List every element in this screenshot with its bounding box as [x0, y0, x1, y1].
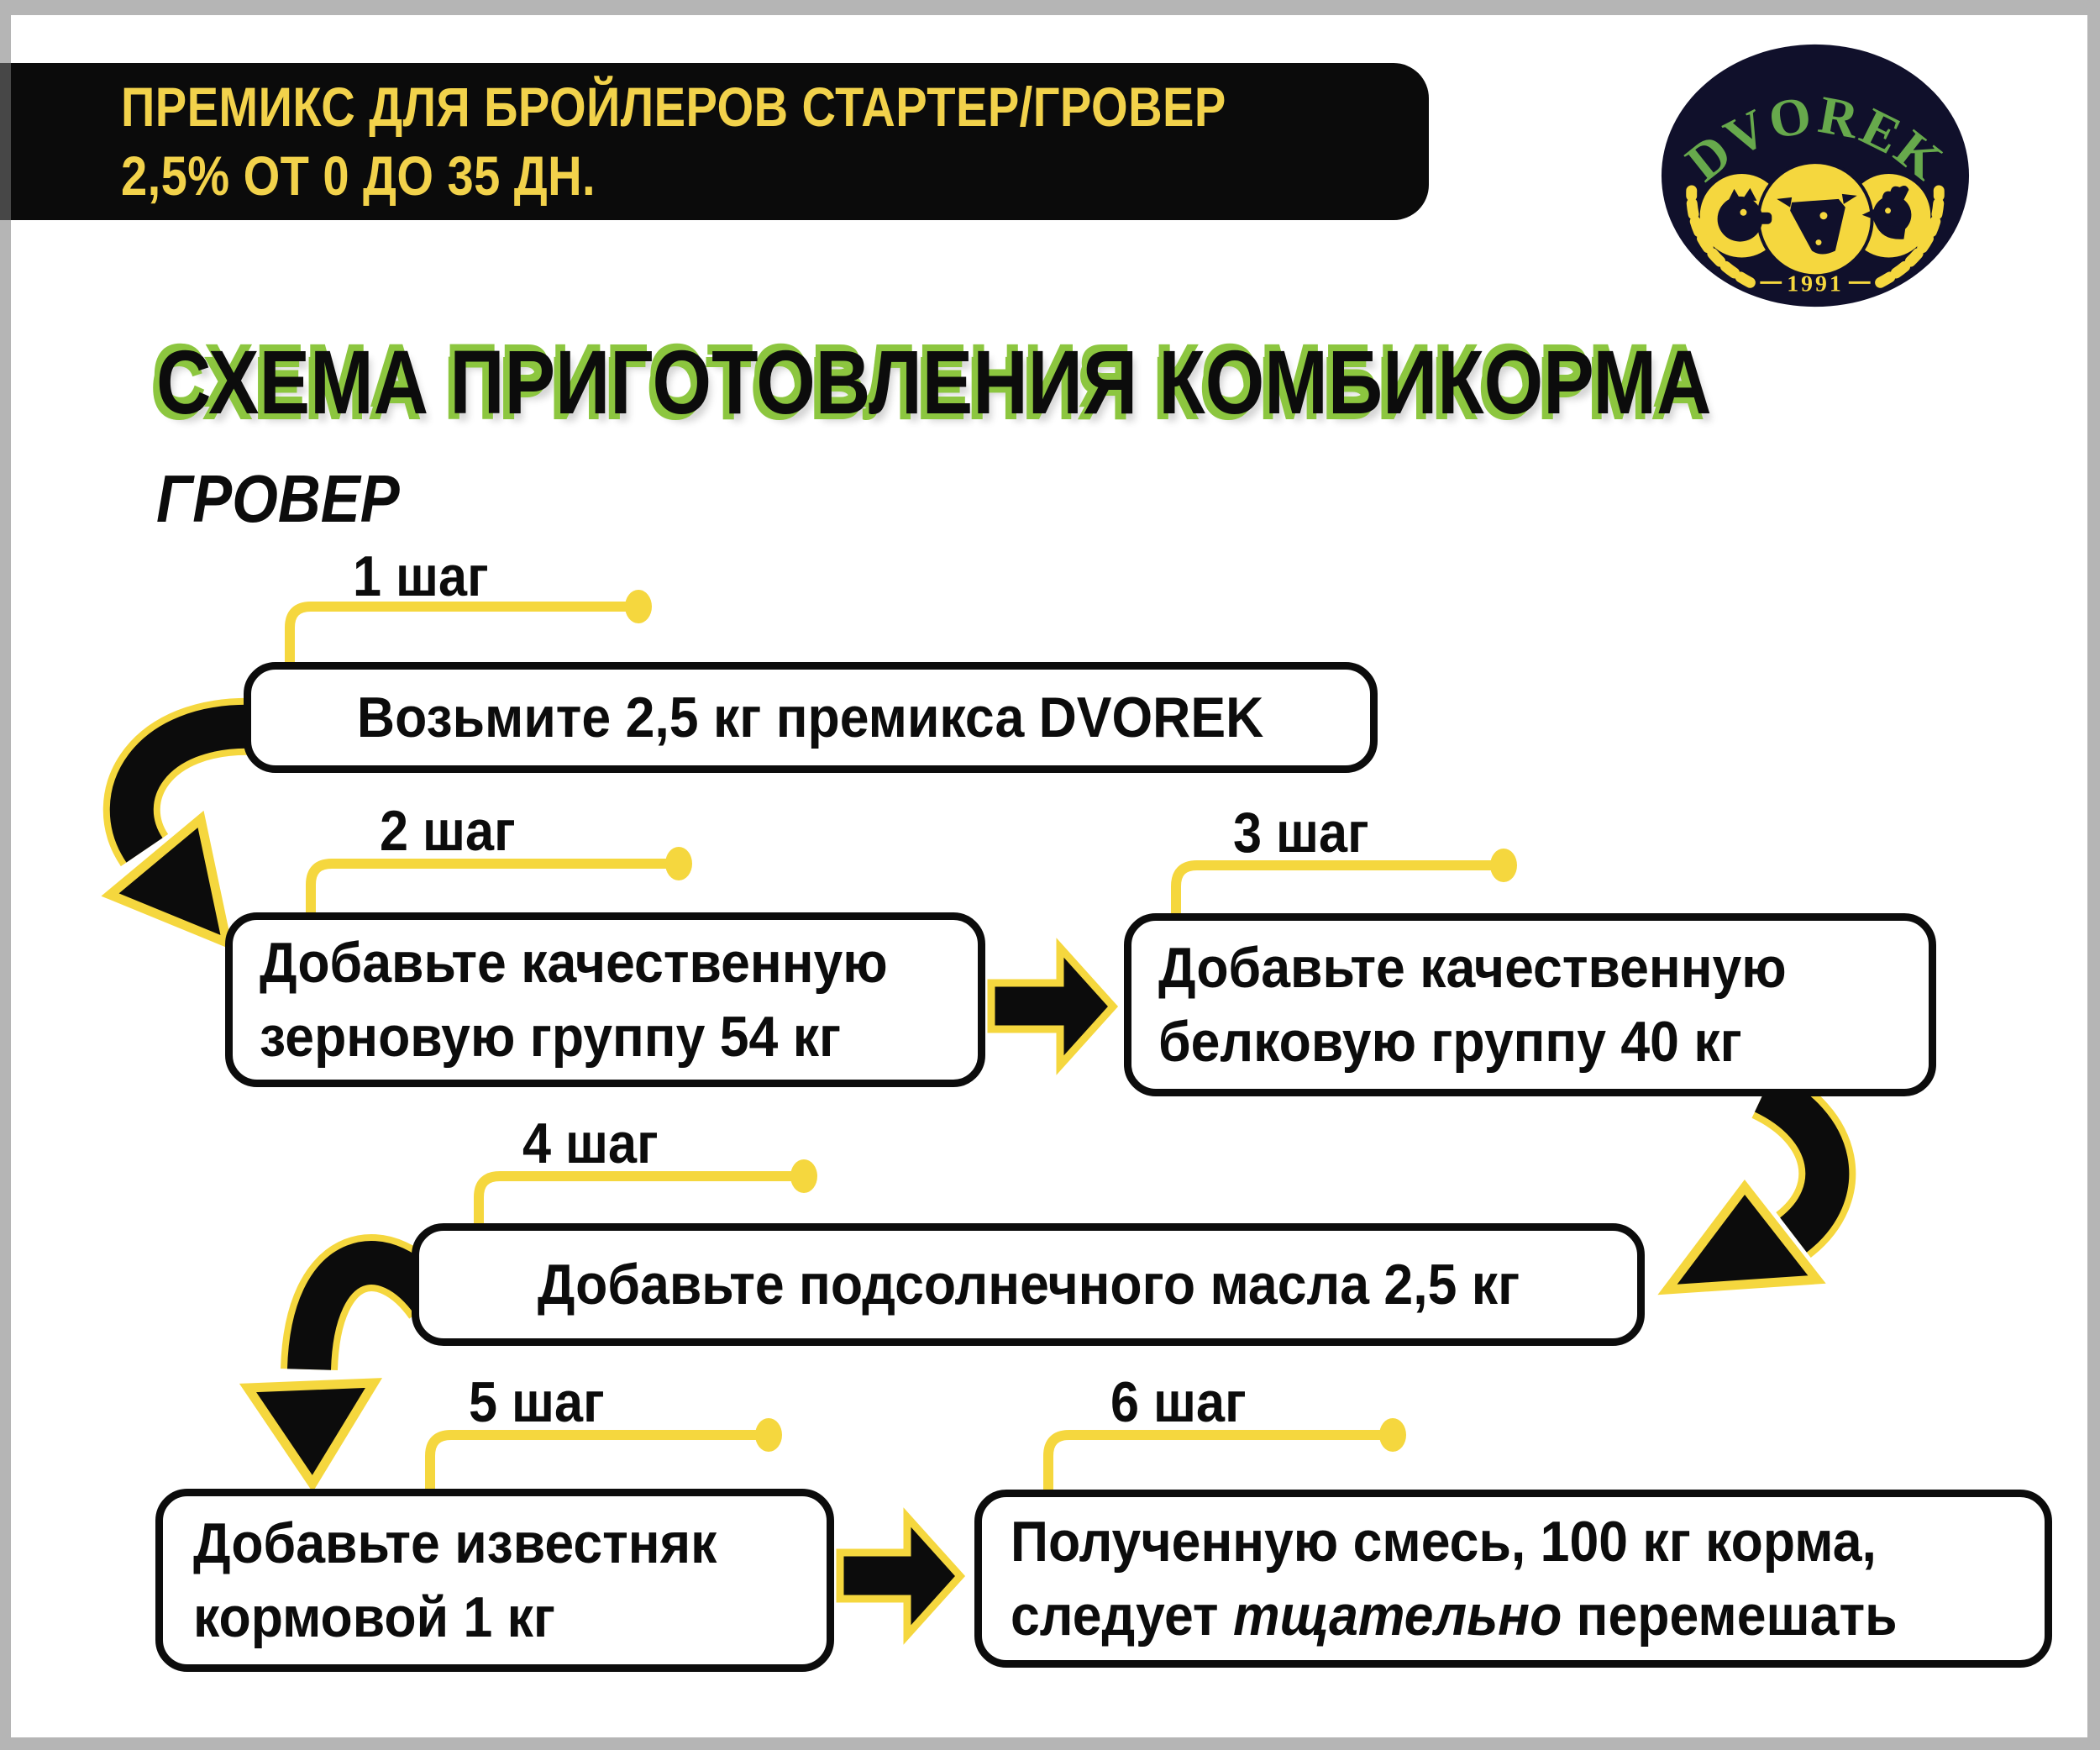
frame-accent: [0, 63, 11, 220]
step6-text-line1: Полученную смесь, 100 кг корма,: [1011, 1509, 1877, 1574]
step5-box: Добавьте известняк кормовой 1 кг: [155, 1489, 834, 1672]
step3-label: 3 шаг: [1233, 801, 1369, 864]
step2-text-line1: Добавьте качественную: [260, 930, 888, 995]
step1-label: 1 шаг: [353, 544, 489, 608]
step2-text-line2: зерновую группу 54 кг: [260, 1005, 842, 1069]
step6-line2-post: перемешать: [1562, 1584, 1898, 1648]
page-title: СХЕМА ПРИГОТОВЛЕНИЯ КОМБИКОРМА: [156, 331, 1712, 433]
step6-line2-emphasis: тщательно: [1232, 1584, 1562, 1648]
step6-label: 6 шаг: [1110, 1370, 1247, 1434]
step3-box: Добавьте качественную белковую группу 40…: [1124, 913, 1936, 1096]
step1-box: Возьмите 2,5 кг премикса DVOREK: [244, 662, 1378, 773]
step4-text: Добавьте подсолнечного масла 2,5 кг: [537, 1252, 1520, 1316]
page-subtitle: ГРОВЕР: [156, 461, 400, 536]
step5-label: 5 шаг: [469, 1370, 605, 1434]
chicken-icon: [1861, 186, 1912, 239]
header-banner: ПРЕМИКС ДЛЯ БРОЙЛЕРОВ СТАРТЕР/ГРОВЕР 2,5…: [11, 63, 1429, 220]
step5-text-line1: Добавьте известняк: [193, 1511, 717, 1575]
banner-title-line2: 2,5% ОТ 0 ДО 35 ДН.: [121, 144, 596, 207]
wheat-right-icon: [1875, 185, 1945, 288]
dvorek-logo: DVOREK 1991: [1661, 44, 1970, 307]
logo-year-text: 1991: [1787, 271, 1844, 297]
step1-text: Возьмите 2,5 кг премикса DVOREK: [357, 685, 1264, 749]
step4-label: 4 шаг: [522, 1111, 659, 1175]
step2-box: Добавьте качественную зерновую группу 54…: [225, 912, 985, 1087]
step6-text-line2: следует тщательно перемешать: [1011, 1579, 1962, 1653]
step2-label: 2 шаг: [380, 799, 516, 863]
step6-line2-pre: следует: [1011, 1584, 1233, 1648]
wheat-left-icon: [1686, 185, 1756, 288]
step3-text-line2: белковую группу 40 кг: [1158, 1010, 1742, 1074]
step6-box: Полученную смесь, 100 кг корма, следует …: [974, 1490, 2052, 1668]
step5-text-line2: кормовой 1 кг: [193, 1585, 555, 1649]
step3-text-line1: Добавьте качественную: [1158, 935, 1787, 1000]
pig-icon: [1717, 187, 1772, 242]
cow-icon: [1777, 193, 1857, 255]
step4-box: Добавьте подсолнечного масла 2,5 кг: [412, 1223, 1645, 1346]
banner-title-line1: ПРЕМИКС ДЛЯ БРОЙЛЕРОВ СТАРТЕР/ГРОВЕР: [121, 75, 1226, 138]
